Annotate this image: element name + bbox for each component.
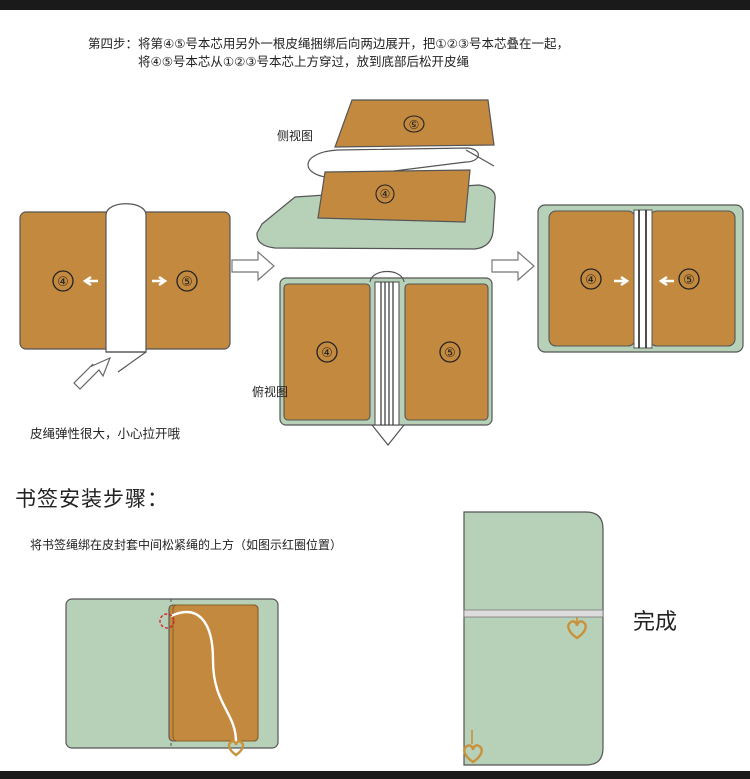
red-marker-circle (159, 613, 175, 629)
bookmark-install-diagram (65, 598, 279, 757)
spread-inserts-diagram: ④ ⑤ (19, 203, 231, 390)
insert-5-top (404, 283, 489, 421)
side-view-label: 侧视图 (277, 129, 314, 143)
number-5-text: ⑤ (181, 275, 193, 290)
elastic-warning-text: 皮绳弹性很大，小心拉开哦 (30, 426, 181, 441)
left-arrow-2-icon (658, 275, 674, 287)
number-4-right-text: ④ (585, 273, 597, 288)
heart-charm-bottom-icon (463, 744, 483, 764)
number-4-text: ④ (57, 275, 69, 290)
number-5-right-text: ⑤ (683, 273, 695, 288)
number-4-top-text: ④ (321, 346, 333, 361)
hollow-arrow-2-icon (491, 250, 535, 282)
bookmark-instruction-text: 将书签绳绑在皮封套中间松紧绳的上方（如图示红圈位置） (30, 538, 343, 552)
bottom-dark-strip (0, 771, 750, 779)
elastic-bands-top (374, 281, 400, 426)
number-5-top-text: ⑤ (444, 346, 456, 361)
bookmark-cord (170, 610, 238, 743)
number-badge-4-right (580, 268, 602, 290)
inserts-in-cover-diagram: ④ ⑤ (537, 204, 744, 353)
side-view-diagram: ⑤ ④ (256, 99, 496, 250)
left-arrow-icon (82, 275, 98, 287)
hollow-arrow-1-icon (231, 250, 275, 282)
heart-charm-top-icon (567, 620, 587, 640)
heart-charm-icon (227, 740, 245, 757)
completed-notebook-diagram (463, 511, 604, 766)
top-view-label: 俯视图 (252, 385, 289, 399)
insert-5-side (334, 99, 495, 148)
number-4-side-text: ④ (380, 187, 391, 201)
elastic-loop (105, 203, 147, 353)
number-badge-5 (176, 270, 198, 292)
top-view-diagram: ④ ⑤ (279, 270, 493, 446)
done-label: 完成 (633, 610, 678, 635)
pointer-arrow-icon (73, 356, 112, 390)
number-badge-4 (52, 270, 74, 292)
elastic-bands-right (633, 209, 653, 349)
insert-4-top (283, 283, 371, 421)
number-badge-4-side (375, 184, 395, 204)
right-arrow-icon (152, 275, 168, 287)
step-4-instruction-line-1: 第四步：将第④⑤号本芯用另外一根皮绳捆绑后向两边展开，把①②③号本芯叠在一起， (88, 36, 570, 51)
cover-completed (463, 511, 604, 766)
number-5-side-text: ⑤ (409, 117, 420, 131)
bookmark-section-heading: 书签安装步骤： (15, 487, 169, 511)
number-badge-5-right (678, 268, 700, 290)
step-4-instruction-line-2: 将④⑤号本芯从①②③号本芯上方穿过，放到底部后松开皮绳 (138, 54, 470, 69)
number-badge-4-top (316, 341, 338, 363)
top-dark-strip (0, 0, 750, 10)
right-arrow-2-icon (614, 275, 630, 287)
number-badge-5-top (439, 341, 461, 363)
elastic-band-completed (463, 609, 604, 618)
number-badge-5-side (403, 115, 425, 133)
